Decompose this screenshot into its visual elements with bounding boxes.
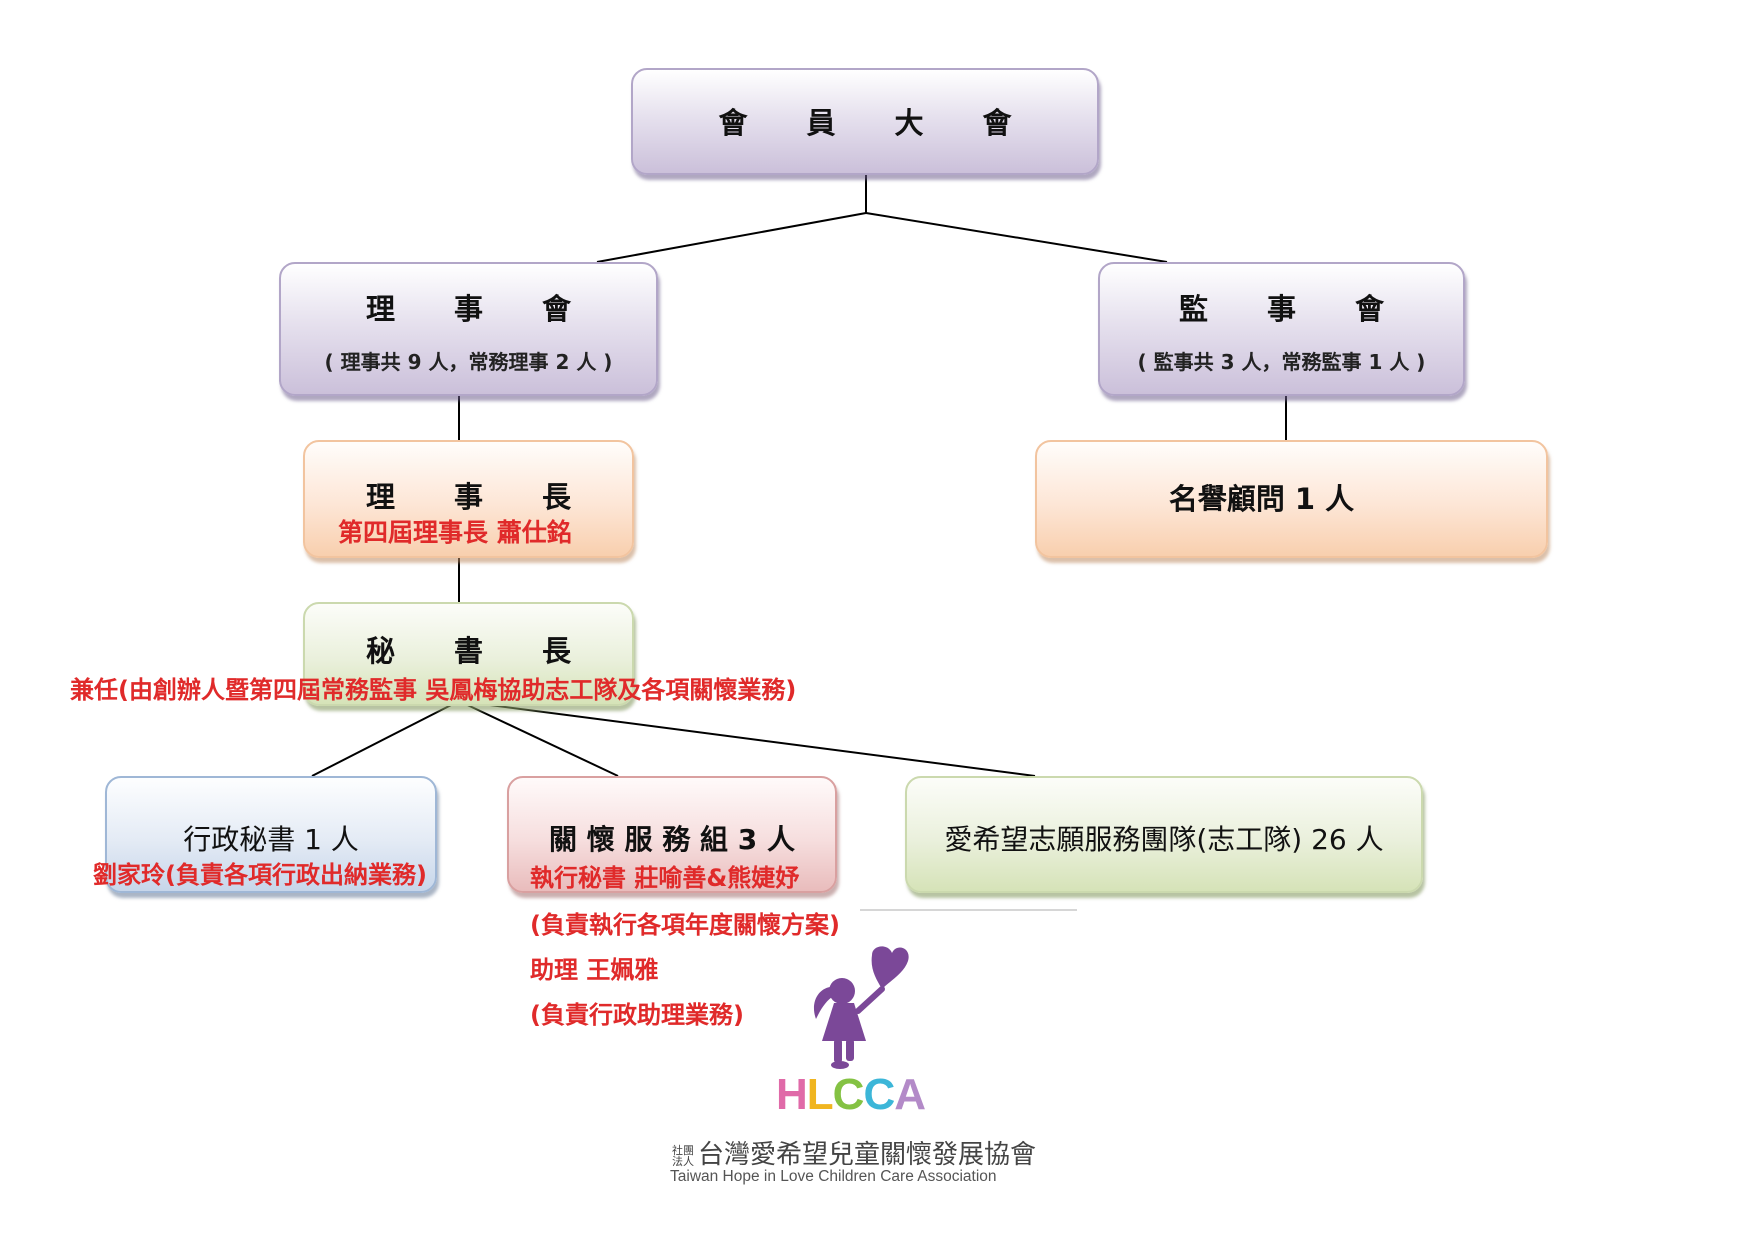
board-of-supervisors-box: 監事會 ( 監事共 3 人，常務監事 1 人 ) (1098, 262, 1465, 396)
logo-letter-l: L (806, 1070, 834, 1119)
volunteer-team-title: 愛希望志願服務團隊(志工隊) 26 人 (944, 823, 1384, 856)
honorary-advisor-box: 名譽顧問 1 人 (1035, 440, 1548, 558)
connector-to-board (596, 212, 867, 263)
organization-name-zh: 社團法人台灣愛希望兒童關懷發展協會 (672, 1140, 1037, 1170)
secretary-general-title: 秘書長 (365, 634, 571, 668)
hlcca-logo-text: HLCCA (776, 1070, 926, 1120)
board-of-supervisors-title: 監事會 (1178, 292, 1384, 326)
care-group-note-duty: (負責執行各項年度關懷方案) (530, 911, 840, 939)
secretary-general-holder: 兼任(由創辦人暨第四屆常務監事 吳鳳梅協助志工隊及各項關懷業務) (70, 676, 797, 704)
board-of-directors-box: 理事會 ( 理事共 9 人，常務理事 2 人 ) (279, 262, 658, 396)
general-assembly-box: 會員大會 (631, 68, 1099, 175)
volunteer-team-box: 愛希望志願服務團隊(志工隊) 26 人 (905, 776, 1423, 893)
admin-secretary-holder: 劉家玲(負責各項行政出納業務) (93, 861, 427, 889)
logo-letter-c2: C (863, 1070, 895, 1119)
logo-letter-c1: C (832, 1070, 865, 1119)
board-of-directors-detail: ( 理事共 9 人，常務理事 2 人 ) (324, 350, 613, 374)
connector-to-care (458, 700, 619, 777)
care-service-group-title: 關 懷 服 務 組 3 人 (549, 823, 795, 856)
care-group-note-assistant: 助理 王姵雅 (530, 956, 659, 984)
logo-letter-a: A (894, 1070, 926, 1119)
board-of-directors-title: 理事會 (365, 292, 571, 326)
care-group-note-executive-secretaries: 執行秘書 莊喻善&熊婕妤 (530, 864, 800, 892)
honorary-advisor-title: 名譽顧問 1 人 (1168, 482, 1355, 516)
connector-to-volunteers (458, 700, 1036, 777)
connector-to-supervisors (865, 212, 1168, 263)
organization-name-en: Taiwan Hope in Love Children Care Associ… (670, 1168, 997, 1185)
chairman-holder: 第四屆理事長 蕭仕銘 (338, 518, 572, 547)
logo-letter-h: H (776, 1070, 808, 1119)
admin-secretary-box: 行政秘書 1 人 (105, 776, 437, 893)
org-type-label: 社團法人 (672, 1143, 694, 1168)
chairman-box: 理事長 (303, 440, 634, 558)
secretary-general-box: 秘書長 (303, 602, 634, 706)
board-of-supervisors-detail: ( 監事共 3 人，常務監事 1 人 ) (1137, 350, 1426, 374)
care-group-note-assistant-duty: (負責行政助理業務) (530, 1001, 744, 1029)
chairman-title: 理事長 (365, 480, 571, 514)
connector-to-admin (311, 700, 460, 777)
general-assembly-title: 會員大會 (718, 106, 1012, 140)
girl-with-heart-balloon-icon (813, 946, 909, 1069)
admin-secretary-title: 行政秘書 1 人 (183, 823, 359, 856)
care-service-group-box: 關 懷 服 務 組 3 人 (507, 776, 837, 893)
